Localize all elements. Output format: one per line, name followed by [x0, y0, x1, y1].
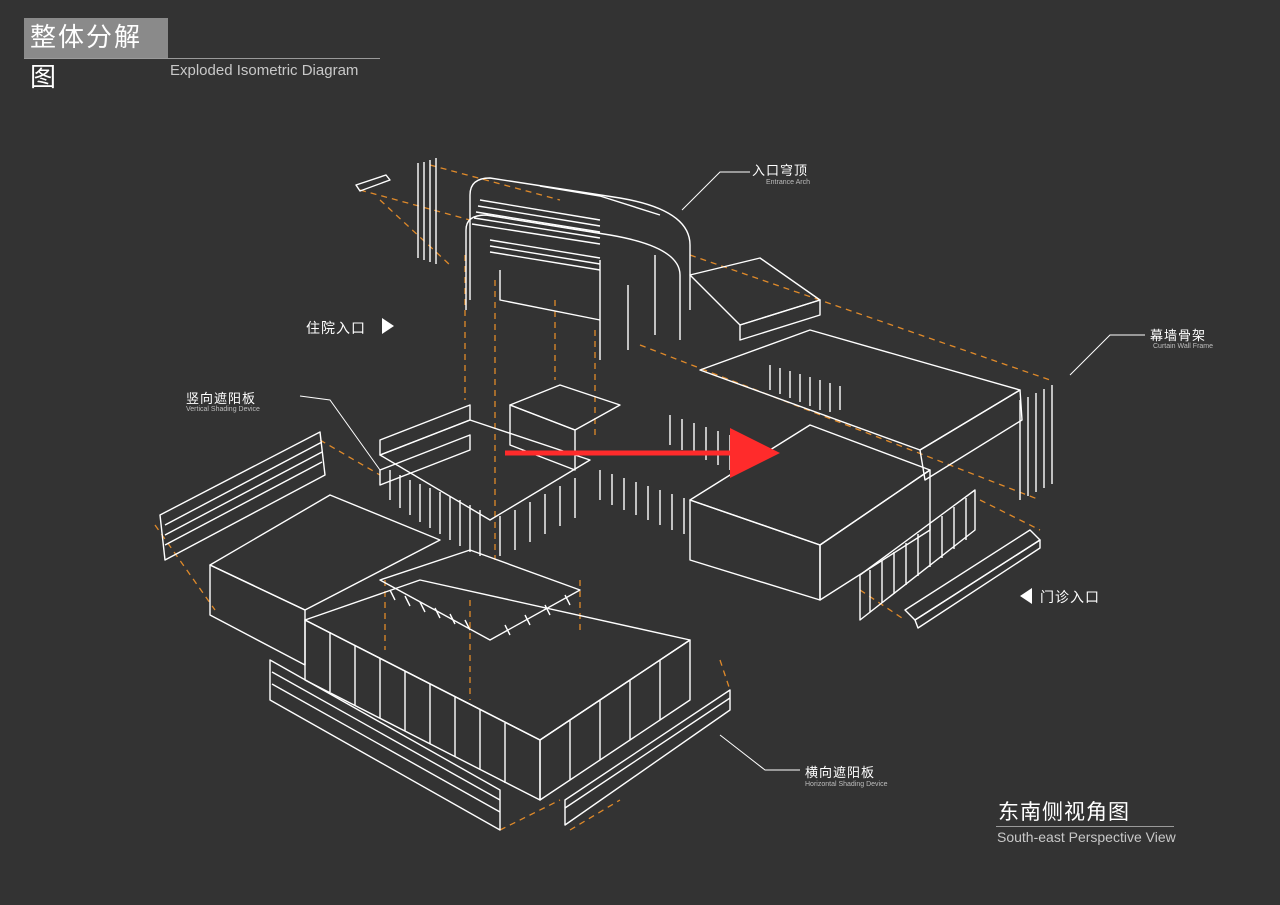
label-entrance-arch-en: Entrance Arch: [766, 179, 810, 186]
bottom-horizontal-shading: [269, 659, 731, 831]
label-curtain-wall-cn: 幕墙骨架: [1150, 329, 1207, 344]
label-horizontal-shading-en: Horizontal Shading Device: [805, 781, 888, 788]
right-vertical-shading: [859, 489, 976, 621]
title-divider: [24, 58, 380, 59]
label-curtain-wall-en: Curtain Wall Frame: [1153, 343, 1214, 350]
outpatient-triangle: [1020, 588, 1032, 604]
page-title: 整体分解图: [24, 18, 168, 93]
top-left-slats: [417, 158, 437, 264]
label-vertical-shading-cn: 竖向遮阳板: [186, 392, 257, 407]
left-horizontal-shading: [159, 431, 326, 561]
vertical-shading-front: [389, 470, 576, 556]
curtain-wall-slats: [1019, 385, 1053, 500]
page-subtitle: Exploded Isometric Diagram: [170, 62, 359, 79]
inpatient-entrance-label: 住院入口: [306, 321, 366, 337]
label-horizontal-shading-cn: 横向遮阳板: [805, 766, 876, 781]
view-divider: [996, 826, 1174, 827]
explosion-guides: [154, 164, 1051, 831]
right-louvers: [769, 365, 841, 412]
entrance-arch-shape: [465, 177, 691, 360]
view-subtitle: South-east Perspective View: [997, 829, 1176, 845]
building-linework: [159, 158, 1053, 831]
label-entrance-arch-cn: 入口穹顶: [752, 164, 809, 179]
outpatient-entrance-label: 门诊入口: [1040, 590, 1100, 606]
middle-louvers: [599, 415, 731, 534]
leader-lines: [299, 171, 1145, 771]
view-title: 东南侧视角图: [998, 800, 1130, 824]
inpatient-triangle: [382, 318, 394, 334]
courtyard-teeth: [389, 589, 571, 636]
label-vertical-shading-en: Vertical Shading Device: [186, 406, 260, 413]
podium-columns: [329, 632, 661, 783]
